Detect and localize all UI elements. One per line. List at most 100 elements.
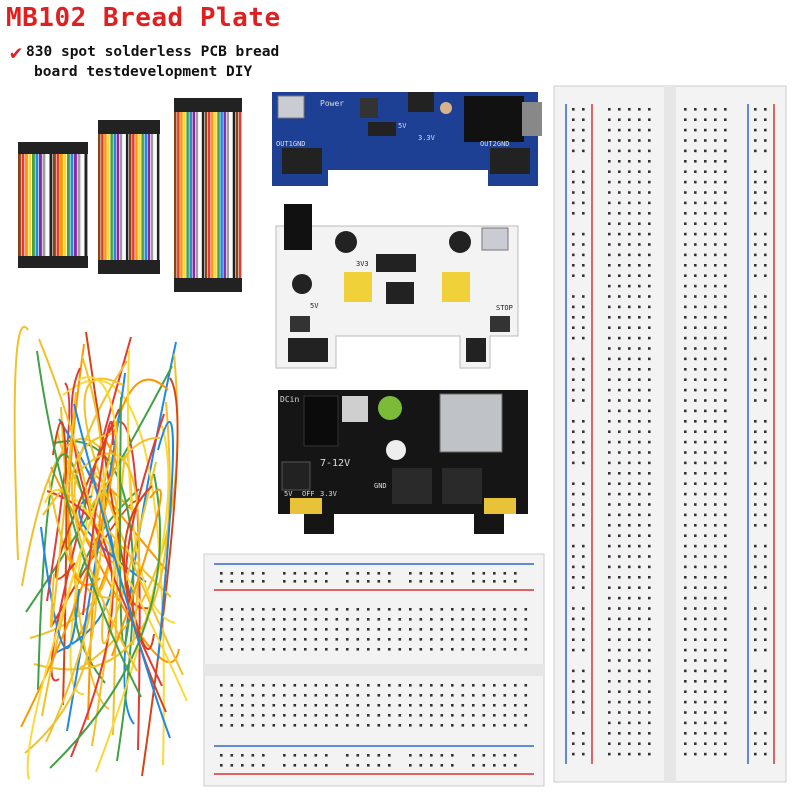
breadboard-hole [430,684,433,687]
breadboard-hole [724,669,727,673]
breadboard-hole [648,388,651,392]
breadboard-hole [451,628,454,631]
breadboard-hole [430,572,433,575]
breadboard-hole [283,704,286,707]
breadboard-hole [764,108,767,111]
breadboard-hole [754,742,757,745]
breadboard-hole [648,617,651,621]
black-power-module: DCin 7-12V 5V OFF 3.3V GND [274,388,536,538]
breadboard-hole [724,139,727,142]
breadboard-hole [714,742,717,745]
wire-stripe [192,112,196,278]
breadboard-hole [694,326,697,329]
breadboard-hole [704,586,707,589]
breadboard-hole [754,607,757,610]
breadboard-hole [618,565,621,569]
breadboard-hole [724,378,727,381]
wire-stripe [174,112,177,278]
breadboard-hole [628,347,631,350]
breadboard-hole [704,596,707,600]
breadboard-hole [582,503,585,506]
breadboard-hole [241,628,244,631]
breadboard-hole [648,461,651,465]
breadboard-hole [618,700,621,704]
breadboard-hole [335,608,339,611]
breadboard-hole [251,684,255,687]
wire-stripe [238,112,242,278]
breadboard-hole [648,565,651,569]
breadboard-hole [764,492,767,496]
breadboard-hole [608,243,611,246]
breadboard-hole [582,212,585,215]
breadboard-hole [377,648,381,651]
breadboard-hole [440,572,444,575]
breadboard-hole [314,608,318,611]
breadboard-hole [430,608,433,611]
breadboard-hole [704,420,707,423]
breadboard-hole [714,648,717,652]
breadboard-hole [283,608,286,611]
breadboard-hole [618,628,621,631]
breadboard-hole [472,648,475,651]
breadboard-hole [398,704,402,707]
breadboard-hole [493,764,496,767]
breadboard-hole [367,704,370,707]
breadboard-hole [608,596,611,600]
breadboard-hole [461,684,465,687]
breadboard-hole [628,555,631,558]
breadboard-hole [440,684,444,687]
breadboard-hole [704,721,707,725]
breadboard-hole [451,754,454,757]
breadboard-hole [704,201,707,205]
breadboard-hole [398,628,402,631]
breadboard-hole [648,378,651,381]
breadboard-hole [714,160,717,163]
label-712v: 7-12V [320,458,350,469]
breadboard-hole [293,580,297,583]
breadboard-hole [367,638,370,641]
breadboard-hole [409,754,412,757]
breadboard-hole [440,618,444,621]
breadboard-hole [628,295,631,298]
breadboard-hole [714,700,717,704]
breadboard-hole [451,764,454,767]
breadboard-hole [325,694,328,697]
breadboard-hole [618,284,621,288]
breadboard-hole [398,608,402,611]
breadboard-hole [694,700,697,704]
breadboard-hole [724,128,727,132]
breadboard-hole [618,721,621,725]
breadboard-hole [724,284,727,288]
breadboard-hole [684,461,687,465]
breadboard-hole [724,555,727,558]
breadboard-hole [704,690,707,693]
breadboard-hole [648,160,651,163]
breadboard-hole [572,690,575,693]
breadboard-hole [482,684,486,687]
breadboard-hole [440,704,444,707]
breadboard-hole [754,711,757,714]
breadboard-hole [582,669,585,673]
breadboard-hole [684,711,687,714]
breadboard-hole [398,684,402,687]
breadboard-hole [618,212,621,215]
breadboard-hole [648,700,651,704]
breadboard-hole [388,694,391,697]
wire-stripe [144,134,147,260]
wire-stripe [138,134,141,260]
breadboard-hole [608,700,611,704]
breadboard-hole [608,524,611,527]
breadboard-hole [648,742,651,745]
breadboard-hole [409,764,412,767]
breadboard-hole [346,572,349,575]
breadboard-hole [608,409,611,413]
breadboard-hole [648,680,651,683]
label-out2: OUT2GND [480,140,510,148]
breadboard-hole [684,513,687,517]
breadboard-hole [409,628,412,631]
breadboard-hole [764,253,767,257]
breadboard-hole [704,378,707,381]
breadboard-hole [440,628,444,631]
breadboard-hole [638,700,641,704]
breadboard-hole [472,684,475,687]
